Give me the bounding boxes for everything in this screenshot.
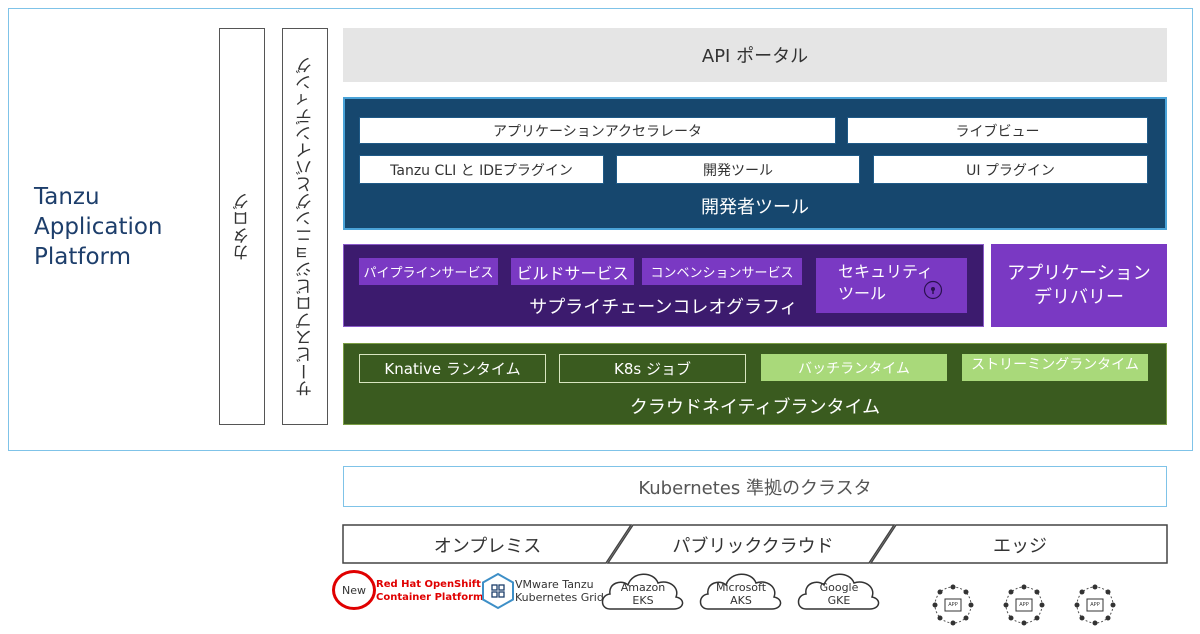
- app-delivery-line1: アプリケーション: [1007, 262, 1151, 284]
- new-badge: New: [332, 570, 376, 610]
- kubernetes-label: Kubernetes 準拠のクラスタ: [638, 477, 872, 499]
- redhat-line1: Red Hat OpenShift: [376, 579, 481, 590]
- brand-line-3: Platform: [34, 244, 131, 270]
- supply-item-pipeline: パイプラインサービス: [359, 258, 498, 285]
- google-cloud-icon: [797, 573, 880, 610]
- service-binding-column: サービスプロビジョニングとバインディング: [282, 28, 328, 425]
- catalog-column: カタログ: [219, 28, 265, 425]
- supply-chain-title: サプライチェーンコレオグラフィ: [529, 297, 798, 318]
- edge-app-label-2: APP: [1019, 602, 1029, 608]
- dev-tool-accelerator: アプリケーションアクセラレータ: [359, 117, 836, 144]
- amazon-cloud-icon: [601, 573, 684, 610]
- service-binding-label: サービスプロビジョニングとバインディング: [295, 56, 316, 397]
- kubernetes-cluster-box: Kubernetes 準拠のクラスタ: [343, 466, 1167, 507]
- brand-line-1: Tanzu: [34, 184, 100, 210]
- vmware-line1: VMware Tanzu: [515, 578, 594, 591]
- vmware-line2: Kubernetes Grid: [515, 591, 604, 604]
- infra-banner: [342, 524, 1168, 564]
- edge-app-label-1: APP: [948, 602, 958, 608]
- dev-tool-ui-plugin: UI プラグイン: [873, 155, 1148, 184]
- runtime-item-streaming: ストリーミングランタイム: [962, 354, 1148, 381]
- dev-tool-devtools: 開発ツール: [616, 155, 860, 184]
- infra-on-prem: オンプレミス: [433, 536, 542, 557]
- amazon-line1: Amazon: [620, 581, 666, 594]
- runtime-item-k8s-job: K8s ジョブ: [559, 354, 746, 383]
- google-line1: Google: [819, 581, 859, 594]
- app-delivery-line2: デリバリー: [1034, 286, 1124, 308]
- infra-public-cloud: パブリッククラウド: [672, 536, 834, 557]
- microsoft-line2: AKS: [730, 594, 752, 607]
- google-line2: GKE: [827, 594, 851, 607]
- infra-edge: エッジ: [993, 536, 1047, 557]
- lock-icon: [923, 280, 943, 300]
- api-portal-box: API ポータル: [343, 28, 1167, 82]
- redhat-line2: Container Platform: [376, 592, 484, 603]
- amazon-line2: EKS: [632, 594, 654, 607]
- supply-item-build: ビルドサービス: [511, 258, 634, 285]
- google-gke-label: Google GKE: [794, 580, 884, 608]
- dev-tools-title: 開発者ツール: [701, 197, 809, 218]
- platform-title: Tanzu Application Platform: [34, 182, 163, 272]
- security-label-line1: セキュリティ: [838, 262, 934, 281]
- catalog-label: カタログ: [232, 192, 253, 261]
- vmware-label: VMware Tanzu Kubernetes Grid: [515, 578, 604, 604]
- app-delivery-box: アプリケーション デリバリー: [991, 244, 1167, 327]
- edge-shape: [869, 524, 1168, 564]
- microsoft-line1: Microsoft: [715, 581, 767, 594]
- edge-app-label-3: APP: [1090, 602, 1100, 608]
- redhat-logo: Red Hat OpenShift Container Platform: [376, 578, 483, 604]
- microsoft-cloud-icon: [699, 573, 782, 610]
- runtime-title: クラウドネイティブランタイム: [629, 397, 881, 418]
- brand-line-2: Application: [34, 214, 163, 240]
- security-label-line2: ツール: [838, 284, 887, 303]
- api-portal-label: API ポータル: [701, 46, 809, 67]
- microsoft-aks-label: Microsoft AKS: [696, 580, 786, 608]
- amazon-eks-label: Amazon EKS: [598, 580, 688, 608]
- dev-tool-liveview: ライブビュー: [847, 117, 1148, 144]
- dev-tool-cli-ide: Tanzu CLI と IDEプラグイン: [359, 155, 604, 184]
- supply-item-security: セキュリティ ツール: [816, 258, 967, 313]
- public-cloud-shape: [606, 524, 896, 564]
- runtime-item-knative: Knative ランタイム: [359, 354, 546, 383]
- on-prem-shape: [342, 524, 633, 564]
- edge-node-icon: [1003, 584, 1045, 626]
- supply-item-convention: コンベンションサービス: [642, 258, 802, 285]
- runtime-item-batch: バッチランタイム: [761, 354, 947, 381]
- edge-node-icon: [1074, 584, 1116, 626]
- vmware-tanzu-icon: [482, 572, 514, 610]
- platform-frame: [8, 8, 1193, 451]
- edge-node-icon: [932, 584, 974, 626]
